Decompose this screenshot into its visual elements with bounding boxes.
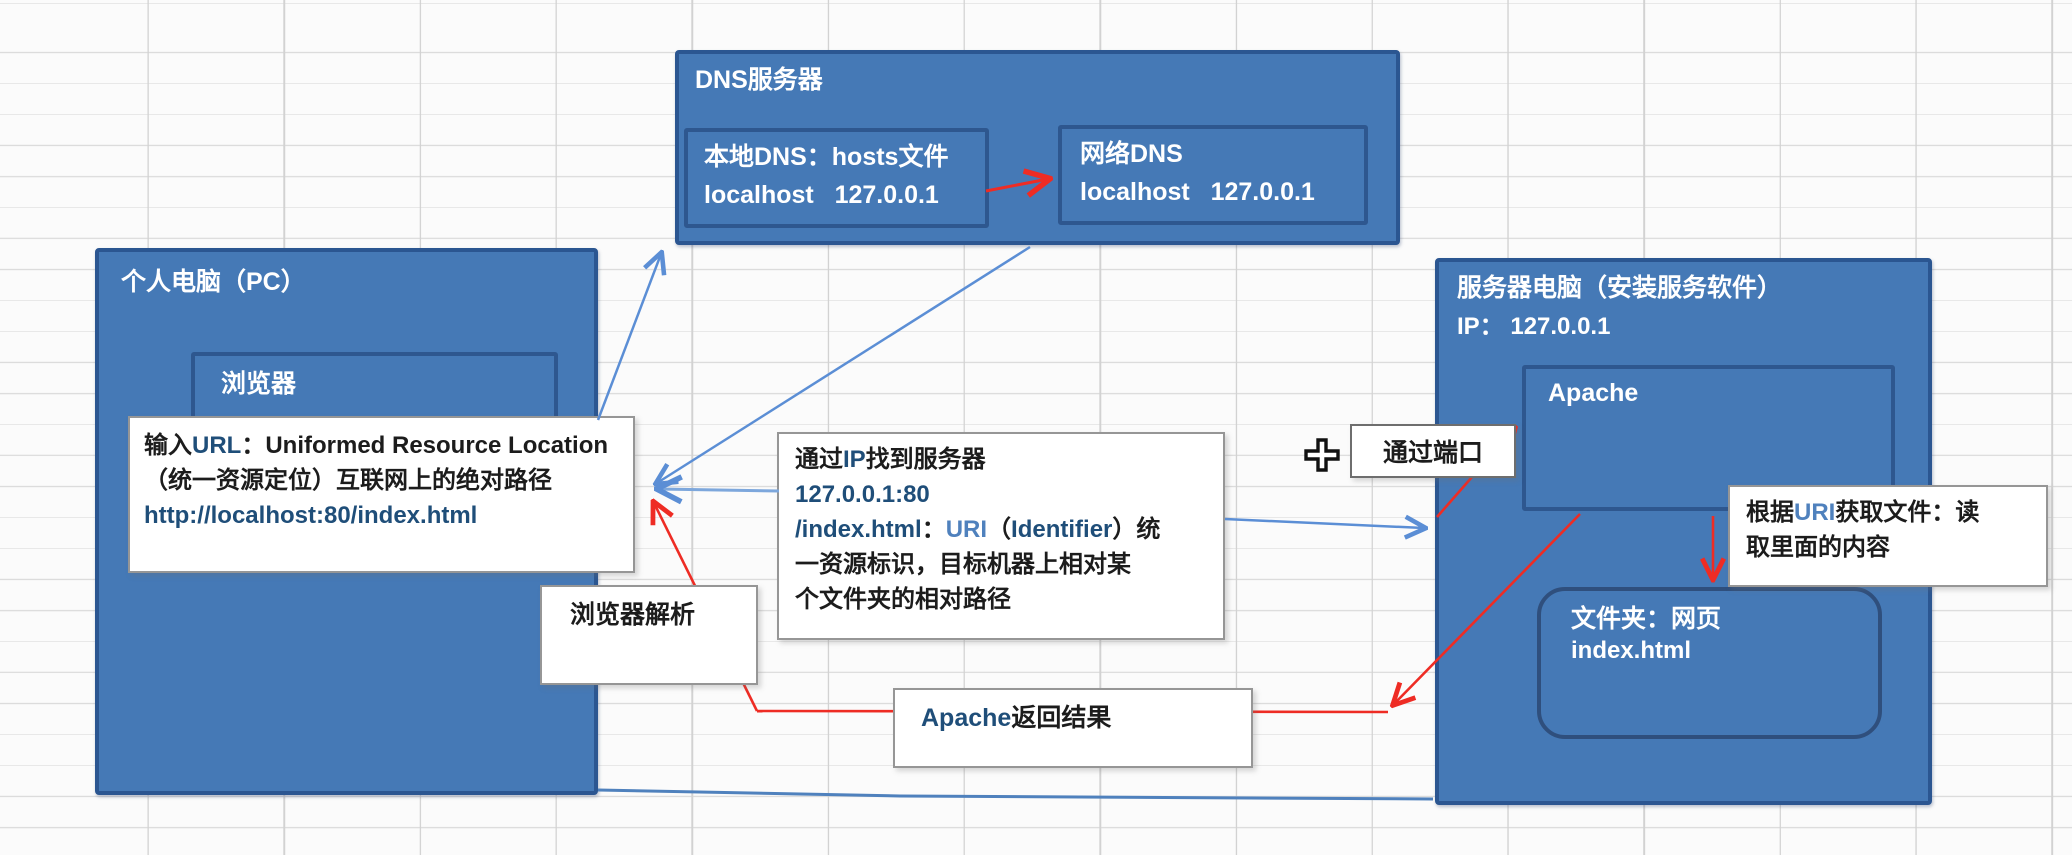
network-dns-line1: 网络DNS	[1080, 140, 1183, 168]
ip-note-line3: /index.html：URI（Identifier）统	[795, 516, 1161, 543]
ip-note: 通过IP找到服务器 127.0.0.1:80 /index.html：URI（I…	[777, 432, 1225, 640]
url-note-line1: 输入URL：Uniformed Resource Location	[144, 432, 609, 459]
ip-note-line4: 一资源标识，目标机器上相对某	[795, 551, 1131, 578]
url-note-line3: http://localhost:80/index.html	[144, 502, 478, 529]
parse-note-label: 浏览器解析	[570, 601, 696, 629]
folder-line1: 文件夹：网页	[1571, 605, 1722, 633]
uri-note: 根据URI获取文件：读 取里面的内容	[1728, 485, 2048, 587]
apache-label: Apache	[1548, 379, 1639, 407]
port-note-label: 通过端口	[1382, 439, 1483, 467]
network-dns-line2: localhost 127.0.0.1	[1080, 178, 1315, 206]
local-dns-line1: 本地DNS：hosts文件	[704, 143, 949, 171]
dns-title: DNS服务器	[695, 66, 823, 94]
local-dns-box: 本地DNS：hosts文件 localhost 127.0.0.1	[684, 128, 989, 228]
uri-note-line1: 根据URI获取文件：读	[1746, 499, 1980, 526]
uri-note-line2: 取里面的内容	[1746, 534, 1890, 561]
url-note: 输入URL：Uniformed Resource Location （统一资源定…	[128, 416, 635, 573]
port-note: 通过端口	[1350, 424, 1516, 478]
folder-line2: index.html	[1571, 637, 1692, 664]
folder-box: 文件夹：网页 index.html	[1537, 587, 1882, 739]
local-dns-line2: localhost 127.0.0.1	[704, 181, 939, 209]
ip-note-line2: 127.0.0.1:80	[795, 481, 930, 508]
url-note-line2: （统一资源定位）互联网上的绝对路径	[144, 467, 552, 494]
return-note-label: Apache返回结果	[921, 704, 1112, 732]
parse-note: 浏览器解析	[540, 585, 758, 685]
server-ip: IP： 127.0.0.1	[1457, 313, 1611, 340]
return-note: Apache返回结果	[893, 688, 1253, 768]
browser-label: 浏览器	[221, 370, 297, 398]
pc-title: 个人电脑（PC）	[121, 268, 306, 296]
server-title: 服务器电脑（安装服务软件）	[1457, 274, 1783, 302]
ip-note-line5: 个文件夹的相对路径	[795, 586, 1011, 613]
dns-box: DNS服务器 本地DNS：hosts文件 localhost 127.0.0.1…	[675, 50, 1400, 245]
ip-note-line1: 通过IP找到服务器	[795, 446, 986, 473]
network-dns-box: 网络DNS localhost 127.0.0.1	[1058, 125, 1368, 225]
